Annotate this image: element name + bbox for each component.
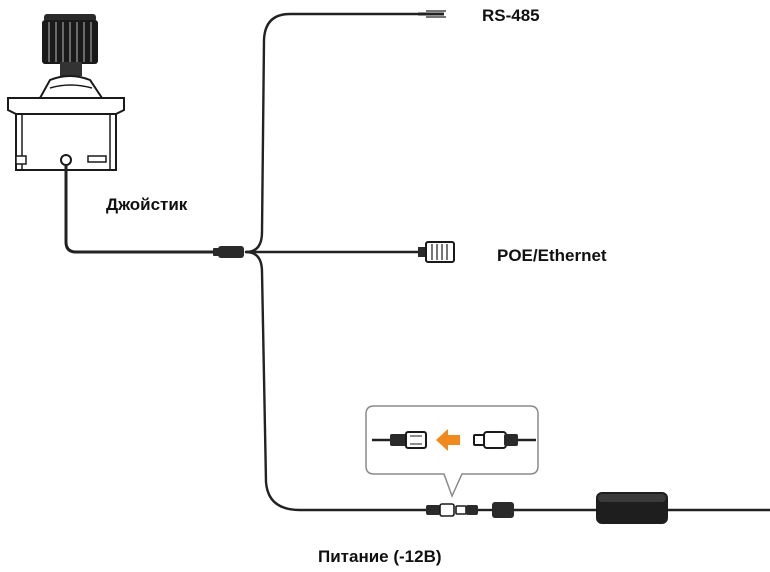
cable-junction-sleeve <box>218 246 244 258</box>
arrow-left-icon <box>436 429 460 451</box>
connector-callout <box>365 405 539 498</box>
label-power: Питание (-12В) <box>318 547 442 566</box>
cable-harness <box>64 12 432 512</box>
rj45-plug-icon <box>418 241 455 263</box>
joystick-device-icon <box>7 14 125 171</box>
dc-barrel-plug-icon-male <box>473 431 536 449</box>
label-joystick: Джойстик <box>106 195 188 214</box>
label-rs485: RS-485 <box>482 6 540 25</box>
power-connector-pair <box>426 503 478 517</box>
label-poe-ethernet: POE/Ethernet <box>497 246 607 265</box>
ferrite-bead <box>492 502 514 518</box>
dc-barrel-plug-icon <box>372 431 427 449</box>
bare-wire-end-icon <box>418 10 446 18</box>
power-adapter-icon <box>596 492 668 524</box>
